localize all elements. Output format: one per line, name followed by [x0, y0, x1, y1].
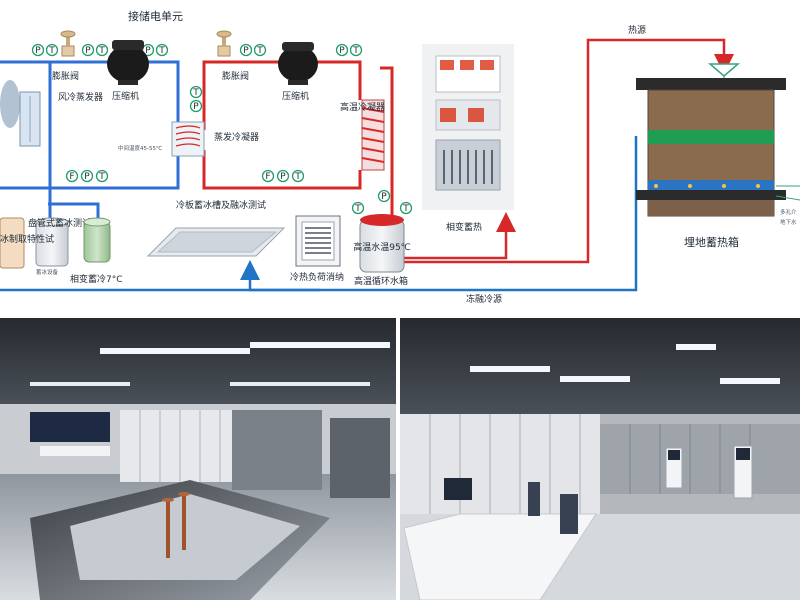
- left-compressor: [107, 40, 149, 85]
- svg-text:T: T: [294, 172, 301, 182]
- svg-text:T: T: [98, 172, 105, 182]
- pcm-heat-unit: [422, 44, 514, 210]
- underground-storage-box: [636, 63, 800, 217]
- right-expansion-valve-label: 膨胀阀: [222, 70, 249, 82]
- pcm-cold-tank: [83, 217, 111, 263]
- svg-text:P: P: [339, 46, 345, 56]
- pcm-cold-label: 相变蓄冷7°C: [70, 273, 123, 285]
- svg-text:T: T: [352, 46, 359, 56]
- svg-text:P: P: [193, 102, 199, 112]
- svg-text:T: T: [192, 88, 199, 98]
- tank-small-note: 蓄冰设备: [36, 268, 59, 276]
- mid-temp-note: 中间温度45-55℃: [118, 144, 162, 152]
- storage-unit-label: 接储电单元: [128, 9, 183, 23]
- svg-text:F: F: [69, 172, 74, 182]
- air-cooled-evaporator: [0, 80, 41, 147]
- cold-load-label: 冷热负荷消纳: [290, 271, 344, 283]
- side-label-porous: 多孔介: [780, 208, 797, 216]
- svg-text:P: P: [145, 46, 151, 56]
- left-expansion-valve-label: 膨胀阀: [52, 70, 79, 82]
- ice-characteristic-label: 冰制取特性试: [0, 233, 54, 245]
- svg-text:T: T: [158, 46, 165, 56]
- svg-text:T: T: [402, 204, 409, 214]
- evaporative-condenser: [171, 121, 205, 157]
- svg-text:P: P: [35, 46, 41, 56]
- air-evaporator-label: 风冷蒸发器: [58, 91, 103, 103]
- hot-condenser-label: 高温冷凝器: [340, 101, 385, 113]
- svg-text:T: T: [256, 46, 263, 56]
- sensor-group-top-right: P T P T T P: [189, 43, 363, 113]
- svg-text:P: P: [85, 46, 91, 56]
- system-schematic: P T P T P T F P T P T P: [0, 9, 800, 305]
- svg-text:P: P: [243, 46, 249, 56]
- cold-plate-label: 冷板蓄冰槽及融冰测试: [176, 199, 266, 211]
- photo-right-control-room: [400, 318, 800, 600]
- left-compressor-label: 压缩机: [112, 90, 139, 102]
- right-expansion-valve: [216, 30, 232, 57]
- right-compressor: [278, 42, 318, 85]
- high-temp-condenser: [361, 99, 385, 171]
- svg-text:T: T: [354, 204, 361, 214]
- left-expansion-valve: [60, 30, 76, 57]
- svg-text:P: P: [84, 172, 90, 182]
- heat-source-label: 热源: [628, 24, 646, 36]
- underground-box-label: 埋地蓄热箱: [684, 235, 739, 249]
- sensor-group-bottom-right: F P T P T T: [261, 169, 413, 215]
- hot-water-pipes: [402, 38, 734, 264]
- cold-plate-tank: [146, 227, 286, 257]
- pcm-heat-label: 相变蓄热: [446, 221, 482, 233]
- ice-characteristic-tank: [0, 217, 25, 269]
- svg-text:F: F: [265, 172, 270, 182]
- right-compressor-label: 压缩机: [282, 90, 309, 102]
- coil-test-label: 盘管式蓄冰测试: [28, 217, 91, 229]
- side-label-groundwater: 地下水: [780, 218, 797, 226]
- photo-left-lab-hall: [0, 318, 396, 600]
- high-temp-tank: 高温水温95℃: [353, 214, 411, 273]
- svg-text:T: T: [98, 46, 105, 56]
- svg-text:T: T: [48, 46, 55, 56]
- hot-tank-label: 高温循环水箱: [354, 275, 408, 287]
- defrost-cold-label: 冻融冷源: [466, 293, 502, 305]
- cold-return-pipes: [0, 136, 638, 292]
- coil-ice-tank: [35, 217, 69, 267]
- lab-photo-renderings: [0, 318, 800, 600]
- evap-condenser-label: 蒸发冷凝器: [214, 131, 259, 143]
- svg-text:P: P: [381, 192, 387, 202]
- hot-water-temp-label: 高温水温95℃: [353, 241, 411, 253]
- sensor-group-bottom-left: F P T: [65, 169, 109, 183]
- sensor-group-top-left: P T P T P T: [31, 43, 169, 57]
- load-unit: [295, 215, 341, 267]
- svg-text:P: P: [280, 172, 286, 182]
